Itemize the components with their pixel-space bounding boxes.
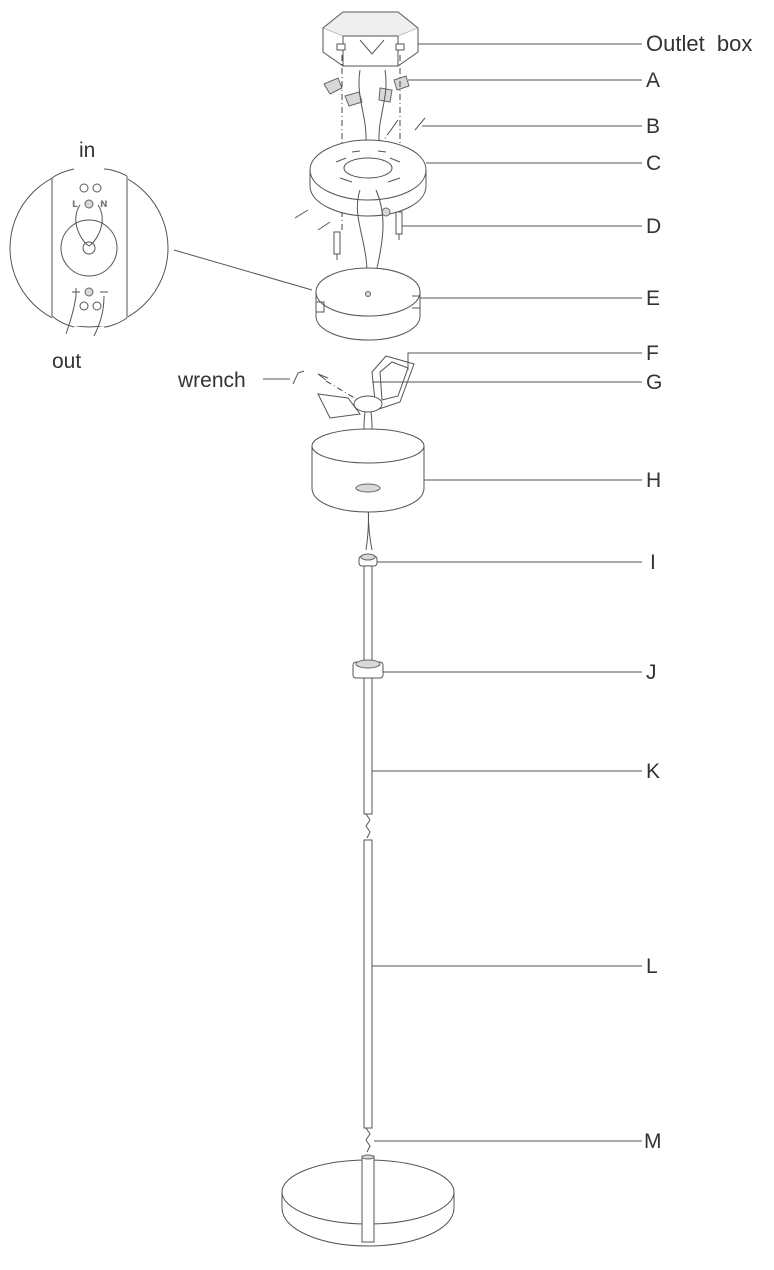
- bracket: [317, 355, 415, 419]
- label-f: F: [646, 342, 659, 365]
- label-l: L: [646, 955, 658, 978]
- label-a: A: [646, 69, 660, 92]
- lower-tube: [363, 839, 373, 1129]
- connector-spring: [365, 813, 371, 839]
- label-c: C: [646, 152, 661, 175]
- label-outlet-box: Outlet box: [646, 31, 752, 56]
- cover-cup: [311, 428, 425, 513]
- leader-f: [407, 352, 642, 370]
- hex-wrench-icon: [292, 370, 305, 385]
- top-fitting: [358, 553, 378, 567]
- leader-detail: [173, 249, 313, 291]
- label-e: E: [646, 287, 660, 310]
- terminal-l-label: L: [72, 200, 78, 210]
- detail-out-label: out: [52, 350, 81, 373]
- label-j: J: [646, 661, 657, 684]
- wiring-detail: L N: [9, 166, 169, 337]
- ring: [352, 659, 384, 679]
- label-h: H: [646, 469, 661, 492]
- mounting-plate: [309, 139, 427, 217]
- label-wrench: wrench: [177, 369, 246, 392]
- terminal-n-label: N: [100, 200, 108, 210]
- base: [281, 1154, 455, 1247]
- label-g: G: [646, 371, 662, 394]
- outlet-box: [322, 11, 419, 67]
- wire-nuts: [323, 69, 410, 151]
- detail-in-label: in: [79, 139, 95, 162]
- label-b: B: [646, 115, 660, 138]
- canopy: [315, 267, 421, 341]
- label-m: M: [644, 1130, 662, 1153]
- label-i: I: [650, 551, 656, 574]
- screws-and-anchors: [294, 207, 403, 260]
- upper-tube: [363, 565, 373, 815]
- connector-spring: [365, 1127, 371, 1153]
- label-d: D: [646, 215, 661, 238]
- label-k: K: [646, 760, 660, 783]
